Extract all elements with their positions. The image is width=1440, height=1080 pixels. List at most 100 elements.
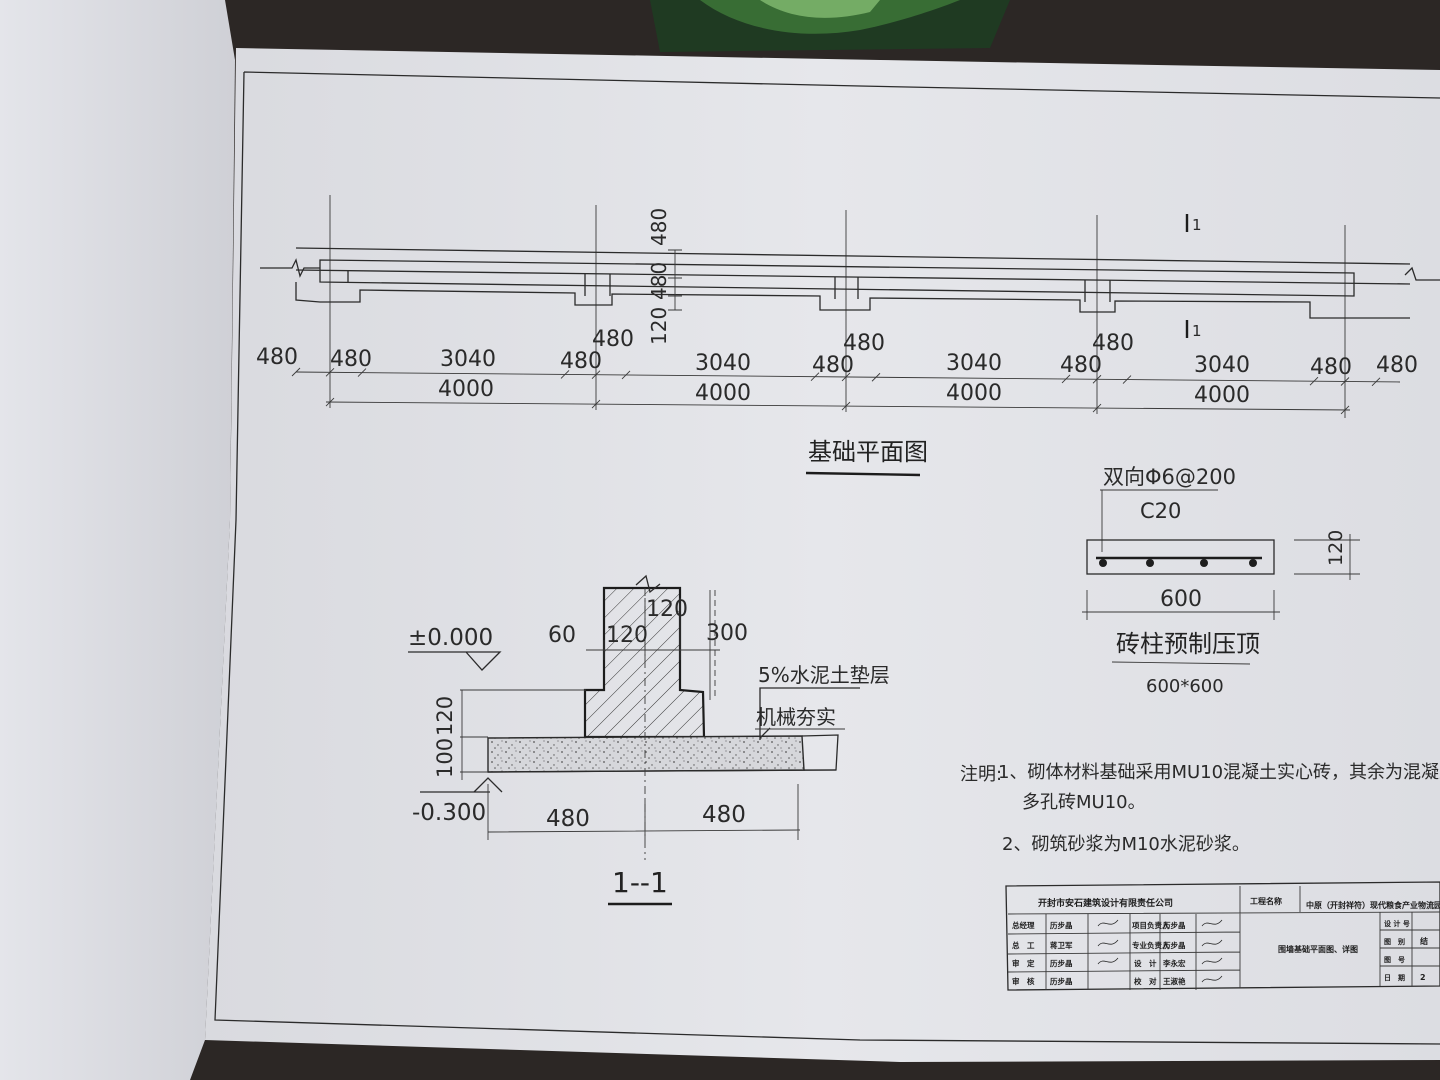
tb-right-label-1: 设 计 号 [1384, 919, 1410, 928]
sec-dim-wall-right: 120 [646, 597, 688, 622]
dim-tick [841, 401, 851, 411]
cap-concrete: C20 [1140, 499, 1181, 523]
plan-dim-11: 480 [1092, 331, 1134, 356]
plan-vdim-3: 120 [647, 307, 671, 345]
plan-bay-2: 4000 [695, 381, 751, 406]
general-notes: 注明: 1、砌体材料基础采用MU10混凝土实心砖，其余为混凝土 多孔砖MU10。… [960, 762, 1440, 855]
dim-tick [1092, 403, 1102, 413]
section-1-1: 60 120 120 300 ±0.000 -0.300 120 100 5%水… [408, 574, 890, 906]
note-compact: 机械夯实 [756, 705, 836, 729]
sec-dim-depth: 300 [706, 621, 748, 646]
sec-dim-base-left: 480 [546, 806, 590, 832]
sheet-border [214, 71, 1440, 1045]
dim-tick [621, 370, 631, 380]
plan-dim-14: 480 [1376, 353, 1418, 378]
plan-title: 基础平面图 [808, 438, 928, 466]
plan-dim-12: 3040 [1194, 353, 1250, 378]
dim-tick [325, 397, 335, 407]
left-page [0, 0, 235, 1080]
sec-dim-offset: 60 [548, 623, 576, 648]
tb-name2-1: 历步晶 [1163, 920, 1186, 930]
tb-role2-2: 专业负责人 [1132, 940, 1170, 950]
tb-right-label-3: 图 号 [1384, 955, 1405, 964]
tb-role-3: 审 定 [1012, 958, 1035, 968]
dim-tick [1092, 374, 1102, 384]
plan-dim-1: 480 [256, 345, 298, 370]
plan-dim-13: 480 [1310, 355, 1352, 380]
tb-name2-4: 王淑艳 [1163, 976, 1186, 986]
dim-tick [591, 370, 601, 380]
tb-drawing-name: 围墙基础平面图、详图 [1278, 944, 1358, 954]
section-mark-bottom: 1 [1192, 322, 1202, 340]
section-title: 1--1 [612, 866, 668, 899]
dim-tick [1340, 405, 1350, 415]
sec-dim-wall-left: 120 [606, 623, 648, 648]
cap-title: 砖柱预制压顶 [1116, 630, 1260, 658]
tb-right-value-4: 2 [1420, 973, 1426, 982]
dim-tick [1061, 374, 1071, 384]
cap-height: 120 [1325, 530, 1347, 566]
dim-tick [841, 372, 851, 382]
tb-name-2: 蒋卫军 [1050, 940, 1073, 950]
tb-role2-1: 项目负责人 [1132, 920, 1170, 930]
plan-bay-3: 4000 [946, 381, 1002, 406]
precast-cap-detail: 双向Φ6@200 C20 120 600 砖柱预制压顶 600*600 [1082, 465, 1360, 697]
cap-size: 600*600 [1146, 676, 1224, 697]
section-mark-top: 1 [1192, 216, 1202, 234]
dim-tick [357, 368, 367, 377]
notes-item1b: 多孔砖MU10。 [1022, 792, 1146, 813]
level-top: ±0.000 [408, 625, 493, 651]
sec-dim-base-right: 480 [702, 802, 746, 828]
plan-bay-1: 4000 [438, 377, 494, 402]
tb-role-4: 审 核 [1012, 976, 1035, 986]
plan-dim-9: 3040 [946, 351, 1002, 376]
dim-tick [1309, 376, 1319, 386]
plan-vdim-1: 480 [647, 208, 671, 246]
tb-name-4: 历步晶 [1050, 976, 1073, 986]
tb-right-value-2: 结 [1420, 936, 1428, 946]
plan-dim-8: 480 [843, 331, 885, 356]
tb-name-1: 历步晶 [1050, 920, 1073, 930]
tb-role-1: 总经理 [1012, 920, 1035, 930]
dim-tick [871, 372, 881, 382]
tb-company: 开封市安石建筑设计有限责任公司 [1038, 897, 1173, 909]
plan-bay-4: 4000 [1194, 383, 1250, 408]
dim-tick [560, 370, 570, 379]
dim-tick [1371, 377, 1381, 387]
dim-tick [325, 367, 335, 377]
tb-name2-2: 历步晶 [1163, 940, 1186, 950]
note-cushion: 5%水泥土垫层 [758, 663, 890, 687]
plan-vdim-2: 480 [647, 262, 671, 300]
tb-right-label-4: 日 期 [1384, 973, 1405, 982]
tb-project-label: 工程名称 [1250, 896, 1282, 906]
plan-dim-4: 480 [560, 349, 602, 374]
drawing-sheet [205, 48, 1440, 1062]
plan-dim-10: 480 [1060, 353, 1102, 378]
notes-label: 注明: [960, 764, 1002, 785]
notes-item2: 2、砌筑砂浆为M10水泥砂浆。 [1002, 834, 1250, 855]
sec-dim-h-upper: 120 [433, 696, 457, 736]
notes-item1a: 1、砌体材料基础采用MU10混凝土实心砖，其余为混凝土 [998, 762, 1440, 783]
tb-role-2: 总 工 [1012, 940, 1035, 950]
tb-right-label-2: 图 别 [1384, 937, 1405, 946]
cap-width: 600 [1160, 587, 1202, 612]
dim-tick [591, 399, 601, 409]
dim-tick [810, 372, 820, 382]
level-bottom: -0.300 [412, 800, 486, 826]
dim-tick [1122, 375, 1132, 384]
foundation-plan: 480 480 120 1 1 480 480 3040 480 480 304… [256, 195, 1440, 477]
cap-rebar: 双向Φ6@200 [1103, 465, 1236, 489]
tb-role2-4: 校 对 [1134, 976, 1157, 986]
plan-dim-6: 3040 [695, 351, 751, 376]
dim-tick [1340, 377, 1350, 386]
plan-dim-5: 480 [592, 327, 634, 352]
tb-role2-3: 设 计 [1134, 958, 1157, 968]
plan-dim-7: 480 [812, 353, 854, 378]
plan-dim-2: 480 [330, 347, 372, 372]
tb-name-3: 历步晶 [1050, 958, 1073, 968]
dim-tick [291, 367, 301, 377]
tb-name2-3: 李永宏 [1162, 958, 1186, 968]
sec-dim-h-lower: 100 [433, 738, 457, 778]
tb-project-name: 中原（开封祥符）现代粮食产业物流园围墙项 [1306, 900, 1440, 910]
